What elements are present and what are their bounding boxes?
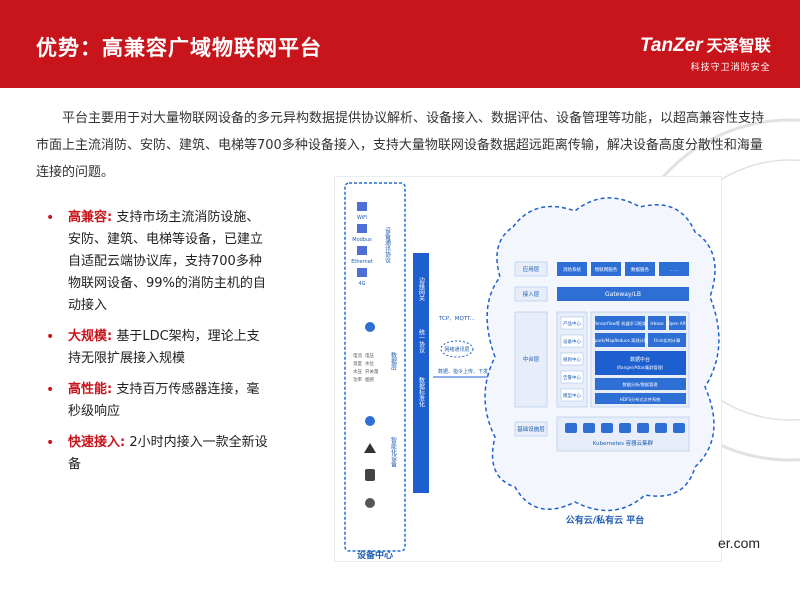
layer-app-label: 应用层: [523, 265, 540, 273]
layer-labels: 应用层 接入层 中台层 基础设施层: [514, 261, 548, 437]
svg-text:Flink实时计算: Flink实时计算: [654, 337, 681, 344]
svg-text:规则中心: 规则中心: [563, 356, 581, 363]
protocol-label: 4G: [358, 281, 365, 287]
flow-label: 数据、指令上传、下发: [438, 368, 488, 375]
svg-text:功率: 功率: [353, 376, 362, 383]
network-label: 网络通讯层: [444, 346, 469, 353]
layer-middle-label: 中台层: [523, 355, 540, 363]
gateway-sub-label: 统一协议: [418, 328, 425, 354]
architecture-diagram-svg: WiFi Modbus Ethernet 4G 设备通讯协议 电流 电压 温度 …: [344, 182, 720, 561]
page-title: 优势：高兼容广域物联网平台: [36, 36, 322, 60]
cutoff-website-text: er.com: [718, 535, 761, 551]
svg-text:开关量: 开关量: [365, 368, 379, 375]
svg-text:数据中台: 数据中台: [630, 356, 650, 363]
svg-text:数据分析/数据管理: 数据分析/数据管理: [623, 381, 659, 388]
svg-text:HDFS分布式文件系统: HDFS分布式文件系统: [620, 396, 661, 403]
svg-text:电流: 电流: [353, 352, 362, 359]
protocol-group-label: 设备通讯协议: [384, 226, 391, 264]
device-column-frame: [344, 182, 406, 552]
svg-text:(Ranger/Atlas集群管理): (Ranger/Atlas集群管理): [617, 364, 664, 371]
wifi-icon: [357, 202, 367, 211]
layer-access-label: 接入层: [523, 290, 540, 298]
smart-device-label: 智能化设备: [390, 436, 397, 468]
svg-text:水位: 水位: [365, 360, 374, 367]
intro-paragraph: 平台主要用于对大量物联网设备的多元异构数据提供协议解析、设备接入、数据评估、设备…: [36, 111, 765, 180]
svg-text:Spark/MapReduce 离线计算: Spark/MapReduce 离线计算: [592, 337, 648, 344]
app-layer-boxes: 消防系统 物联网服务 数据服务 ……: [557, 262, 689, 276]
gateway-sub2-label: 数据标准化: [418, 376, 425, 408]
protocol-label: Modbus: [352, 237, 372, 243]
bluetooth-icon: [365, 416, 375, 426]
svg-text:烟感: 烟感: [365, 376, 374, 383]
svg-text:……: ……: [670, 268, 679, 273]
logo-cn: 天泽智联: [706, 38, 771, 55]
logo-tagline: 科技守卫消防安全: [690, 63, 771, 73]
list-item: 大规模: 基于LDC架构，理论上支持无限扩展接入规模: [46, 326, 271, 370]
svg-text:Hbase: Hbase: [650, 321, 664, 326]
protocol-label: WiFi: [357, 215, 367, 221]
architecture-diagram: WiFi Modbus Ethernet 4G 设备通讯协议 电流 电压 温度 …: [334, 176, 722, 562]
svg-text:Tensorflow等 机器学习框架: Tensorflow等 机器学习框架: [593, 320, 647, 327]
protocol-label: Ethernet: [351, 259, 373, 265]
sync-icon: [365, 322, 375, 332]
data-group-label: 数据层: [390, 351, 397, 371]
network-ellipse: [440, 340, 474, 358]
infra-block: [556, 416, 690, 452]
list-item: 高兼容: 支持市场主流消防设施、安防、建筑、电梯等设备，已建立自适配云端协议库，…: [46, 207, 271, 317]
svg-text:产品中心: 产品中心: [563, 320, 581, 327]
list-item: 快速接入: 2小时内接入一款全新设备: [46, 432, 271, 476]
ethernet-icon: [357, 246, 367, 255]
gateway-lb-label: Gateway/LB: [605, 291, 641, 298]
protocol-list: WiFi Modbus Ethernet 4G: [351, 202, 373, 287]
svg-text:消防系统: 消防系统: [563, 266, 581, 273]
list-item: 高性能: 支持百万传感器连接，毫秒级响应: [46, 379, 271, 423]
data-label-list: 电流 电压 温度 水位 水压 开关量 功率 烟感: [353, 352, 379, 383]
gateway-label: 边缘网关: [418, 276, 425, 302]
logo-text: TanZer: [640, 35, 703, 56]
svg-text:温度: 温度: [353, 360, 362, 367]
svg-text:电压: 电压: [365, 352, 374, 359]
kubernetes-label: Kubernetes 容器云集群: [593, 439, 654, 447]
camera-icon: [365, 498, 375, 508]
server-cluster-icons: [565, 423, 685, 433]
svg-text:Open API: Open API: [667, 321, 686, 326]
svg-text:告警中心: 告警中心: [563, 374, 581, 381]
device-center-label: 设备中心: [357, 549, 393, 561]
cellular-icon: [357, 268, 367, 277]
cloud-platform-label: 公有云/私有云 平台: [566, 514, 644, 526]
middle-right-block: Tensorflow等 机器学习框架 Hbase Open API Spark/…: [590, 311, 690, 408]
tcp-label: TCP、MQTT...: [438, 316, 475, 322]
layer-infra-label: 基础设施层: [517, 425, 545, 433]
svg-text:设备中心: 设备中心: [563, 338, 581, 345]
advantages-list: 高兼容: 支持市场主流消防设施、安防、建筑、电梯等设备，已建立自适配云端协议库，…: [46, 207, 271, 485]
modbus-icon: [357, 224, 367, 233]
svg-text:模型中心: 模型中心: [563, 392, 581, 399]
svg-text:数据服务: 数据服务: [631, 266, 649, 273]
middle-left-boxes: 产品中心 设备中心 规则中心 告警中心 模型中心: [556, 311, 588, 408]
svg-text:物联网服务: 物联网服务: [595, 266, 618, 273]
detector-icon: [365, 469, 375, 481]
edge-gateway-bar: [413, 253, 429, 493]
svg-text:水压: 水压: [353, 368, 362, 375]
gateway-lb-bar: [557, 287, 689, 301]
alarm-icon: [364, 443, 376, 453]
